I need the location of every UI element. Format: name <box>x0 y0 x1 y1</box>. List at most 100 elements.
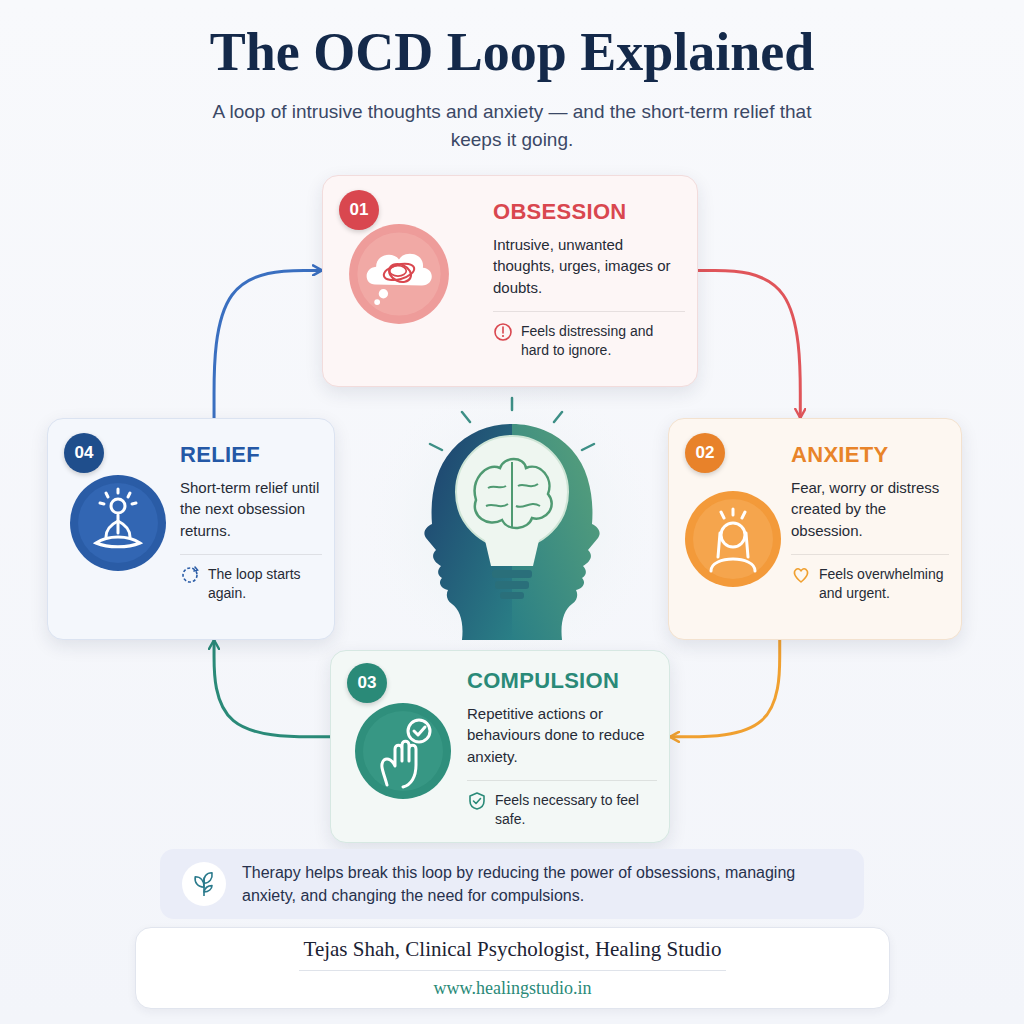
brain-folds <box>486 462 540 528</box>
step-note: Feels necessary to feel safe. <box>495 791 657 830</box>
decor-g <box>96 489 140 547</box>
callout-number: 02 <box>696 443 715 463</box>
therapy-band: Therapy helps break this loop by reducin… <box>160 849 864 919</box>
decor-path <box>711 559 755 571</box>
decor-g <box>711 509 755 571</box>
step-note: Feels overwhelming and urgent. <box>819 565 949 604</box>
note-icon <box>791 565 811 585</box>
bulb-base <box>500 592 524 599</box>
decor-ellipse <box>386 261 414 286</box>
step-card: OBSESSION Intrusive, unwanted thoughts, u… <box>322 175 698 387</box>
note-row: Feels necessary to feel safe. <box>467 780 657 830</box>
leaf-icon <box>182 862 226 906</box>
loop-arrow <box>698 270 800 418</box>
step-card: RELIEF Short-term relief until the next o… <box>47 418 335 640</box>
note-row: Feels distressing and hard to ignore. <box>493 311 685 361</box>
step-heading: ANXIETY <box>791 441 949 469</box>
decor-circle <box>78 483 158 563</box>
decor-path <box>100 489 136 504</box>
decor-circle <box>70 475 166 571</box>
decor-circle <box>111 499 125 513</box>
decor-path <box>106 521 130 537</box>
decor-svg <box>68 473 168 573</box>
bulb <box>456 436 568 548</box>
decor-path <box>194 567 198 571</box>
decor-circle <box>357 232 440 315</box>
step-heading: OBSESSION <box>493 198 685 226</box>
step-description: Intrusive, unwanted thoughts, urges, ima… <box>493 234 685 299</box>
credit-box: Tejas Shah, Clinical Psychologist, Heali… <box>135 927 890 1009</box>
step-icon <box>683 489 783 589</box>
step-icon <box>353 701 453 801</box>
decor-svg <box>791 565 811 585</box>
decor-svg <box>180 565 200 585</box>
decor-path <box>414 727 425 735</box>
decor-svg <box>353 701 453 801</box>
step-number-badge: 02 <box>685 433 725 473</box>
glow <box>362 375 662 675</box>
step-note: Feels distressing and hard to ignore. <box>521 322 685 361</box>
step-number-badge: 03 <box>347 663 387 703</box>
step-icon <box>347 222 451 326</box>
decor-circle <box>363 711 443 791</box>
page-title: The OCD Loop Explained <box>0 20 1024 85</box>
step-note: The loop starts again. <box>208 565 322 604</box>
loop-arrow <box>214 270 322 418</box>
decor-svg <box>683 489 783 589</box>
decor-circle <box>349 224 449 324</box>
decor-svg <box>347 222 451 326</box>
note-icon <box>493 322 513 342</box>
author-credit: Tejas Shah, Clinical Psychologist, Heali… <box>156 936 869 963</box>
callout-number: 03 <box>358 673 377 693</box>
decor-circle <box>374 299 380 305</box>
decor-path <box>96 537 140 547</box>
decor-circle <box>721 523 745 547</box>
decor-circle <box>502 335 504 337</box>
decor-g <box>470 793 484 809</box>
decor-path <box>382 741 416 787</box>
bulb-base <box>492 570 532 578</box>
decor-circle <box>355 703 451 799</box>
subtitle: A loop of intrusive thoughts and anxiety… <box>212 98 812 153</box>
decor-path <box>204 873 212 883</box>
decor-svg <box>188 868 220 900</box>
divider-line <box>299 970 727 971</box>
step-card: COMPULSION Repetitive actions or behaviou… <box>330 650 670 843</box>
decor-path <box>204 886 212 892</box>
brain <box>475 459 552 528</box>
decor-path <box>502 327 504 333</box>
step-heading: RELIEF <box>180 441 322 469</box>
decor-path <box>117 515 120 533</box>
loop-arrow <box>214 640 330 737</box>
decor-circle <box>379 289 388 298</box>
decor-path <box>367 254 432 286</box>
decor-path <box>746 533 748 557</box>
bulb-base <box>495 581 529 589</box>
note-icon <box>467 791 487 811</box>
decor-g <box>495 324 511 340</box>
note-icon <box>180 565 200 585</box>
decor-circle <box>495 324 511 340</box>
callout-number: 04 <box>75 443 94 463</box>
bulb-neck <box>484 536 540 566</box>
decor-path <box>474 798 481 803</box>
decor-g <box>195 873 212 896</box>
callout-number: 01 <box>350 200 369 220</box>
decor-path <box>794 569 807 582</box>
light-rays <box>430 398 594 450</box>
decor-circle <box>693 499 773 579</box>
therapy-note: Therapy helps break this loop by reducin… <box>242 861 842 907</box>
step-description: Repetitive actions or behaviours done to… <box>467 703 657 768</box>
step-icon <box>68 473 168 573</box>
decor-g <box>382 720 430 787</box>
step-heading: COMPULSION <box>467 667 657 695</box>
website-url: www.healingstudio.in <box>156 977 869 1000</box>
decor-ellipse <box>390 266 407 276</box>
decor-circle <box>685 491 781 587</box>
decor-svg <box>493 322 513 342</box>
note-row: Feels overwhelming and urgent. <box>791 554 949 604</box>
decor-path <box>721 509 745 518</box>
decor-path <box>718 533 720 557</box>
step-description: Short-term relief until the next obsessi… <box>180 477 322 542</box>
